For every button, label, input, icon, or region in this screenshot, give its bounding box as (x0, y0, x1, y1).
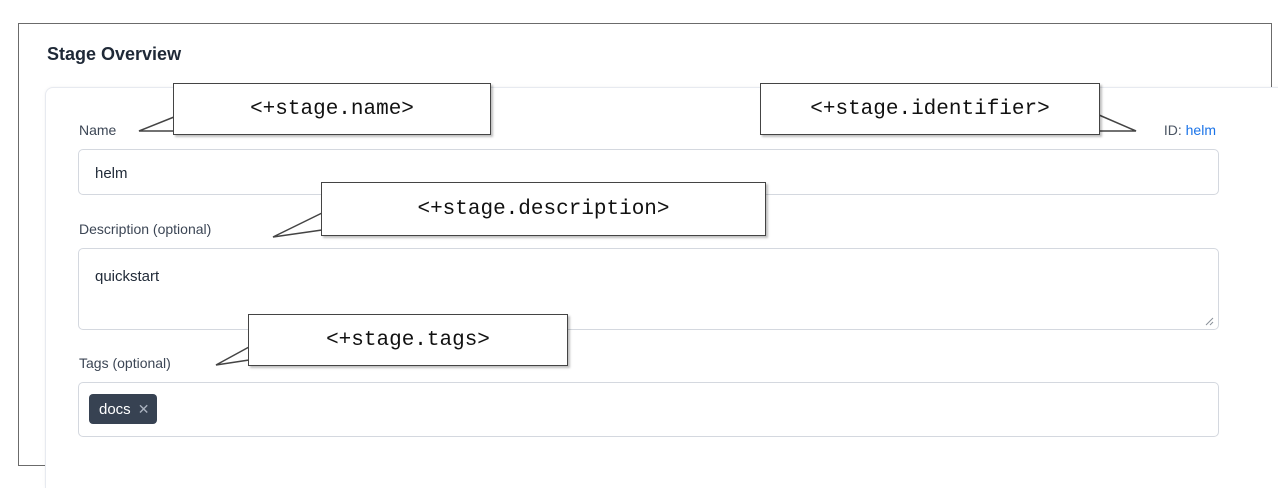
callout-identifier: <+stage.identifier> (760, 83, 1100, 135)
section-title: Stage Overview (47, 44, 182, 64)
callout-description: <+stage.description> (321, 182, 766, 236)
close-icon[interactable]: ✕ (137, 401, 150, 417)
name-input-value: helm (95, 165, 128, 182)
callout-name: <+stage.name> (173, 83, 491, 135)
tag-label: docs (99, 401, 131, 418)
callout-tags: <+stage.tags> (248, 314, 568, 366)
id-prefix: ID: (1163, 122, 1182, 138)
description-label: Description (optional) (79, 221, 212, 237)
tags-label: Tags (optional) (79, 355, 171, 371)
name-label: Name (79, 122, 117, 138)
tags-input[interactable]: docs ✕ (78, 382, 1219, 437)
description-value: quickstart (95, 268, 160, 285)
stage-id: ID: helm (1164, 122, 1216, 138)
id-value[interactable]: helm (1185, 122, 1216, 138)
tag-chip: docs ✕ (89, 394, 158, 424)
resize-handle-icon[interactable] (1205, 317, 1214, 326)
